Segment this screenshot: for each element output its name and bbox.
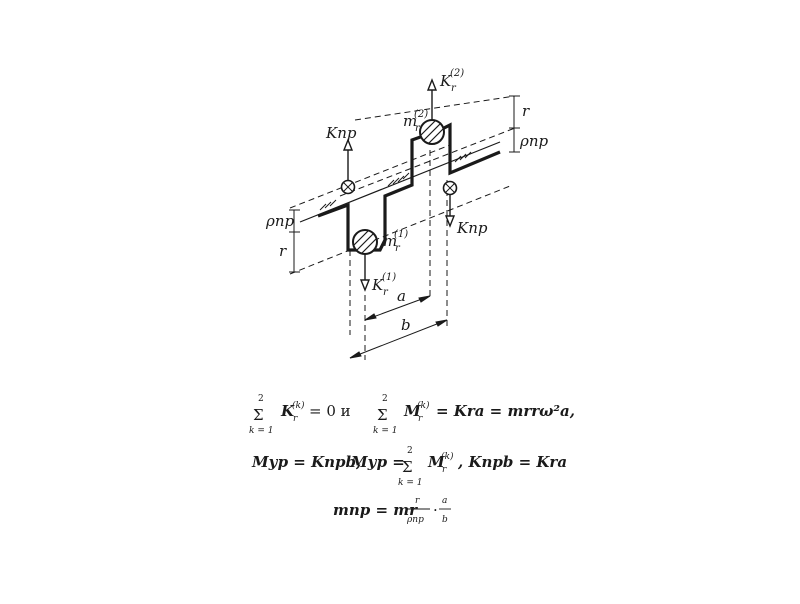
formula-line-3: mпр = mr r ρпр · a b (333, 496, 451, 525)
label-dim-b: b (401, 316, 411, 334)
svg-text:Σ: Σ (377, 406, 388, 424)
svg-text:a: a (442, 496, 447, 506)
svg-text:r: r (395, 243, 401, 254)
label-k-pr-left: Kпр (325, 124, 357, 142)
label-r-left: r (279, 242, 287, 260)
svg-text:m: m (403, 112, 417, 130)
label-r-right: r (522, 102, 530, 120)
svg-text:Mур =: Mур = (350, 453, 405, 471)
label-k-r2: K r (2) (439, 68, 464, 94)
label-m-r1: m r (1) (383, 229, 408, 254)
svg-text:r: r (442, 465, 447, 475)
svg-text:2: 2 (382, 394, 388, 404)
label-k-r1: K r (1) (371, 272, 396, 298)
svg-text:ρпр: ρпр (406, 515, 424, 525)
svg-text:2: 2 (407, 446, 413, 456)
svg-text:(1): (1) (382, 272, 396, 283)
mass-m1 (352, 229, 378, 255)
svg-text:(k): (k) (292, 400, 305, 411)
formula-line-2: Mур = Kпрb, Mур = Σ 2 k = 1 M r (k) , Kп… (251, 446, 567, 488)
svg-text:·: · (433, 501, 438, 519)
svg-text:(k): (k) (441, 451, 454, 462)
svg-text:Σ: Σ (253, 406, 264, 424)
label-rho-pr-right: ρпр (519, 132, 548, 150)
counterweight-left (340, 179, 356, 195)
svg-text:k = 1: k = 1 (398, 478, 422, 488)
svg-text:r: r (293, 414, 298, 424)
svg-text:, Kпрb = Kra: , Kпрb = Kra (457, 453, 567, 471)
label-dim-a: a (397, 287, 406, 305)
svg-text:Mур = Kпрb,: Mур = Kпрb, (251, 453, 361, 471)
svg-text:= Kra = mrrω²a,: = Kra = mrrω²a, (436, 402, 575, 420)
svg-text:k = 1: k = 1 (373, 426, 397, 436)
svg-text:b: b (442, 515, 448, 525)
svg-text:2: 2 (258, 394, 264, 404)
svg-text:= 0 и: = 0 и (309, 402, 351, 420)
svg-text:mпр = mr: mпр = mr (333, 501, 418, 519)
svg-text:r: r (415, 496, 420, 506)
svg-text:r: r (415, 123, 421, 134)
svg-text:K: K (439, 72, 452, 90)
dimension-lines (289, 95, 520, 359)
svg-text:(k): (k) (417, 400, 430, 411)
svg-text:M: M (403, 402, 421, 420)
crankshaft (317, 122, 501, 252)
bearing-hatches (319, 151, 472, 211)
svg-text:(2): (2) (450, 68, 464, 79)
shaft-axis-line (299, 141, 501, 223)
mass-m2 (419, 119, 445, 145)
svg-text:m: m (383, 232, 397, 250)
formula-line-1: Σ 2 k = 1 K r (k) = 0 и Σ 2 k = 1 M r (k… (249, 394, 575, 436)
svg-text:(2): (2) (414, 109, 428, 120)
svg-text:r: r (451, 83, 457, 94)
svg-text:r: r (418, 414, 423, 424)
label-m-r2: m r (2) (403, 109, 428, 134)
svg-text:K: K (280, 402, 295, 420)
svg-text:k = 1: k = 1 (249, 426, 273, 436)
label-k-pr-right: Kпр (456, 219, 488, 237)
counterweight-right (442, 180, 458, 196)
svg-text:r: r (383, 287, 389, 298)
force-arrows (342, 78, 456, 292)
svg-text:(1): (1) (394, 229, 408, 240)
label-rho-pr-left: ρпр (265, 212, 294, 230)
svg-text:Σ: Σ (402, 458, 413, 476)
svg-text:K: K (371, 276, 384, 294)
svg-text:M: M (427, 453, 445, 471)
